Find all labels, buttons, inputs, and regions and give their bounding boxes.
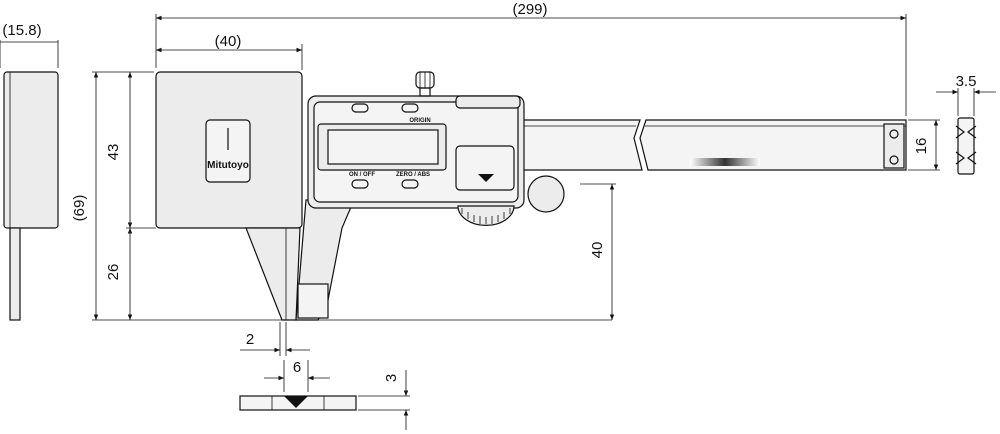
dim-tip-height: 3 bbox=[383, 374, 400, 382]
dim-jaw-depth: 40 bbox=[589, 242, 606, 259]
dim-depth-thickness: (15.8) bbox=[2, 22, 41, 39]
dim-beam-thickness: 3.5 bbox=[956, 73, 977, 90]
dim-overall-height: (69) bbox=[71, 195, 88, 222]
dim-beam-width: 16 bbox=[913, 138, 930, 155]
dim-head-width: (40) bbox=[215, 33, 242, 50]
thumb-roller bbox=[527, 175, 565, 213]
side-view: (15.8) bbox=[0, 22, 59, 321]
beam-cross-section bbox=[957, 117, 975, 175]
on-off-label: ON / OFF bbox=[349, 172, 375, 178]
dim-jaw-length: 26 bbox=[105, 264, 122, 281]
brand-logo: Mitutoyo bbox=[207, 160, 249, 171]
zero-abs-label: ZERO / ABS bbox=[396, 172, 430, 178]
dim-head-height: 43 bbox=[105, 144, 122, 161]
dim-tip-width: 2 bbox=[246, 331, 254, 348]
scale-marking bbox=[690, 158, 760, 166]
dim-tip-span: 6 bbox=[293, 359, 301, 376]
down-arrow-icon bbox=[478, 174, 494, 182]
front-view: Mitutoyo ORIGIN ON / OFF ZERO / ABS bbox=[155, 71, 907, 321]
dim-total-length: (299) bbox=[512, 1, 547, 18]
dimension-lines: (299) (40) (69) 43 26 40 16 bbox=[71, 1, 996, 430]
origin-label: ORIGIN bbox=[409, 118, 430, 124]
